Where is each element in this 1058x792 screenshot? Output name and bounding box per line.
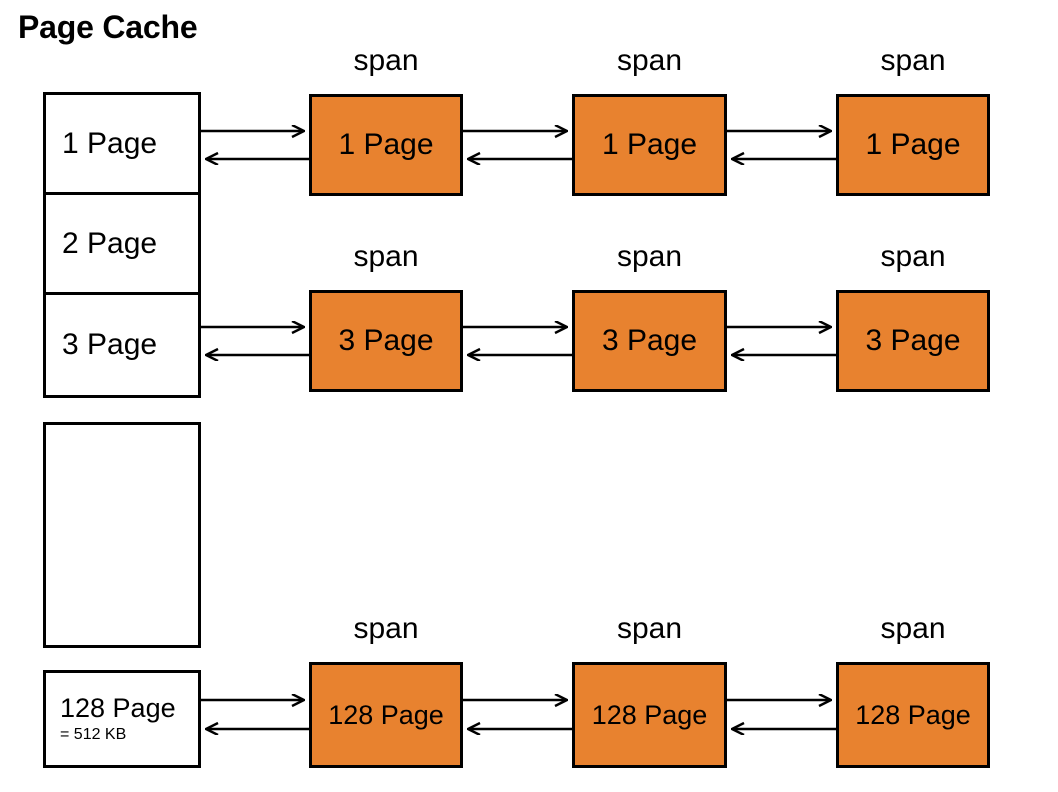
size-class-row-label: 2 Page bbox=[62, 226, 158, 260]
size-class-row-1-page[interactable]: 1 Page bbox=[46, 95, 198, 195]
span-box[interactable]: 128 Page bbox=[572, 662, 727, 768]
span-box-label: 3 Page bbox=[865, 324, 961, 357]
size-class-row-label: 1 Page bbox=[62, 126, 158, 160]
arrow-pair-row1-span2-to-span3 bbox=[727, 131, 836, 159]
span-box-label: 1 Page bbox=[338, 128, 434, 161]
size-class-row-label: 3 Page bbox=[62, 328, 158, 361]
size-class-empty-box bbox=[43, 422, 201, 648]
span-label: span bbox=[616, 612, 683, 645]
arrow-pair-row3-span2-to-span3 bbox=[727, 700, 836, 729]
arrow-pair-row2-span2-to-span3 bbox=[727, 327, 836, 355]
span-box[interactable]: 1 Page bbox=[836, 94, 990, 196]
span-label: span bbox=[616, 44, 683, 77]
span-label: span bbox=[353, 44, 419, 77]
span-box[interactable]: 1 Page bbox=[572, 94, 727, 196]
size-class-row-3-page[interactable]: 3 Page bbox=[46, 295, 198, 395]
size-class-table: 1 Page 2 Page 3 Page bbox=[43, 92, 201, 398]
span-label: span bbox=[880, 44, 946, 77]
span-box[interactable]: 3 Page bbox=[572, 290, 727, 392]
span-box[interactable]: 1 Page bbox=[309, 94, 463, 196]
page-title: Page Cache bbox=[18, 9, 198, 45]
arrow-pair-row2-table-to-span1 bbox=[201, 327, 309, 355]
span-box-label: 128 Page bbox=[855, 699, 971, 730]
span-box[interactable]: 128 Page bbox=[836, 662, 990, 768]
span-box-label: 3 Page bbox=[338, 324, 434, 357]
size-class-row-label: 128 Page bbox=[60, 693, 176, 723]
span-box[interactable]: 3 Page bbox=[309, 290, 463, 392]
span-box-label: 128 Page bbox=[591, 699, 708, 730]
span-label: span bbox=[880, 240, 946, 273]
span-label: span bbox=[353, 612, 419, 645]
span-box-label: 1 Page bbox=[601, 128, 698, 161]
span-box[interactable]: 128 Page bbox=[309, 662, 463, 768]
arrow-pair-row3-table-to-span1 bbox=[201, 700, 309, 729]
size-class-row-128-page[interactable]: 128 Page = 512 KB bbox=[43, 670, 201, 768]
span-label: span bbox=[880, 612, 946, 645]
span-box-label: 3 Page bbox=[601, 324, 698, 357]
span-label: span bbox=[353, 240, 419, 273]
arrow-pair-row3-span1-to-span2 bbox=[463, 700, 572, 729]
span-box-label: 1 Page bbox=[865, 128, 961, 161]
arrow-pair-row2-span1-to-span2 bbox=[463, 327, 572, 355]
size-class-row-sublabel: = 512 KB bbox=[60, 726, 127, 743]
arrow-pair-row1-span1-to-span2 bbox=[463, 131, 572, 159]
span-box[interactable]: 3 Page bbox=[836, 290, 990, 392]
size-class-row-2-page[interactable]: 2 Page bbox=[46, 195, 198, 295]
span-label: span bbox=[616, 240, 683, 273]
arrow-pair-row1-table-to-span1 bbox=[201, 131, 309, 159]
span-box-label: 128 Page bbox=[328, 699, 444, 730]
